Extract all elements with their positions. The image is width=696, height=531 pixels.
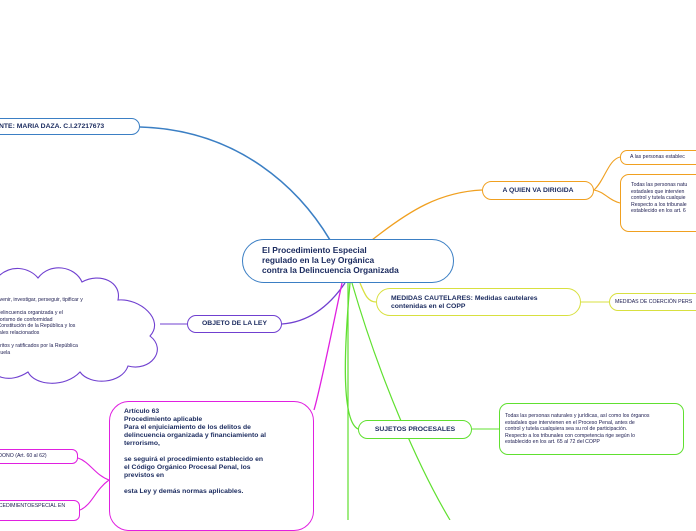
link-articulo-abandono xyxy=(77,457,110,481)
link-objeto xyxy=(281,282,346,325)
objeto-cloud-shape xyxy=(0,267,158,384)
link-estudiante xyxy=(139,126,331,241)
link-a-quien xyxy=(371,189,483,241)
link-a-quien-personas2 xyxy=(593,189,621,204)
sujetos-procesales-node[interactable]: SUJETOS PROCESALES xyxy=(358,420,472,439)
student-node[interactable]: NTE: MARIA DAZA. C.I.27217673 xyxy=(0,118,140,135)
abandono-node[interactable]: ANDONO (Art. 60 al 62) xyxy=(0,449,78,464)
objeto-de-la-ley-node[interactable]: OBJETO DE LA LEY xyxy=(187,315,282,333)
central-topic[interactable]: El Procedimiento Especial regulado en la… xyxy=(242,239,454,283)
medidas-coercion-node[interactable]: MEDIDAS DE COERCIÓN PERS xyxy=(609,293,696,311)
link-sujetos xyxy=(344,282,359,430)
link-green-right xyxy=(351,282,451,520)
link-medidas xyxy=(359,282,377,303)
a-quien-child-2[interactable]: Todas las personas natu estadales que in… xyxy=(620,174,696,232)
articulo-63-node[interactable]: Artículo 63 Procedimiento aplicable Para… xyxy=(109,401,314,531)
link-articulo-procedimiento xyxy=(79,479,110,511)
procedimiento-especial-node[interactable]: ROCEDIMIENTOESPECIAL EN n 9) xyxy=(0,500,80,521)
link-a-quien-personas1 xyxy=(593,156,621,191)
a-quien-child-1[interactable]: A las personas establec xyxy=(620,150,696,165)
link-articulo xyxy=(313,282,343,411)
medidas-cautelares-node[interactable]: MEDIDAS CAUTELARES: Medidas cautelares c… xyxy=(376,288,581,316)
a-quien-va-dirigida-node[interactable]: A QUIEN VA DIRIGIDA xyxy=(482,181,594,200)
sujetos-procesales-description[interactable]: Todas las personas naturales y jurídicas… xyxy=(499,403,684,455)
objeto-description[interactable]: prevenir, investigar, perseguir, tipific… xyxy=(0,297,83,356)
mind-map-connectors xyxy=(0,126,621,520)
